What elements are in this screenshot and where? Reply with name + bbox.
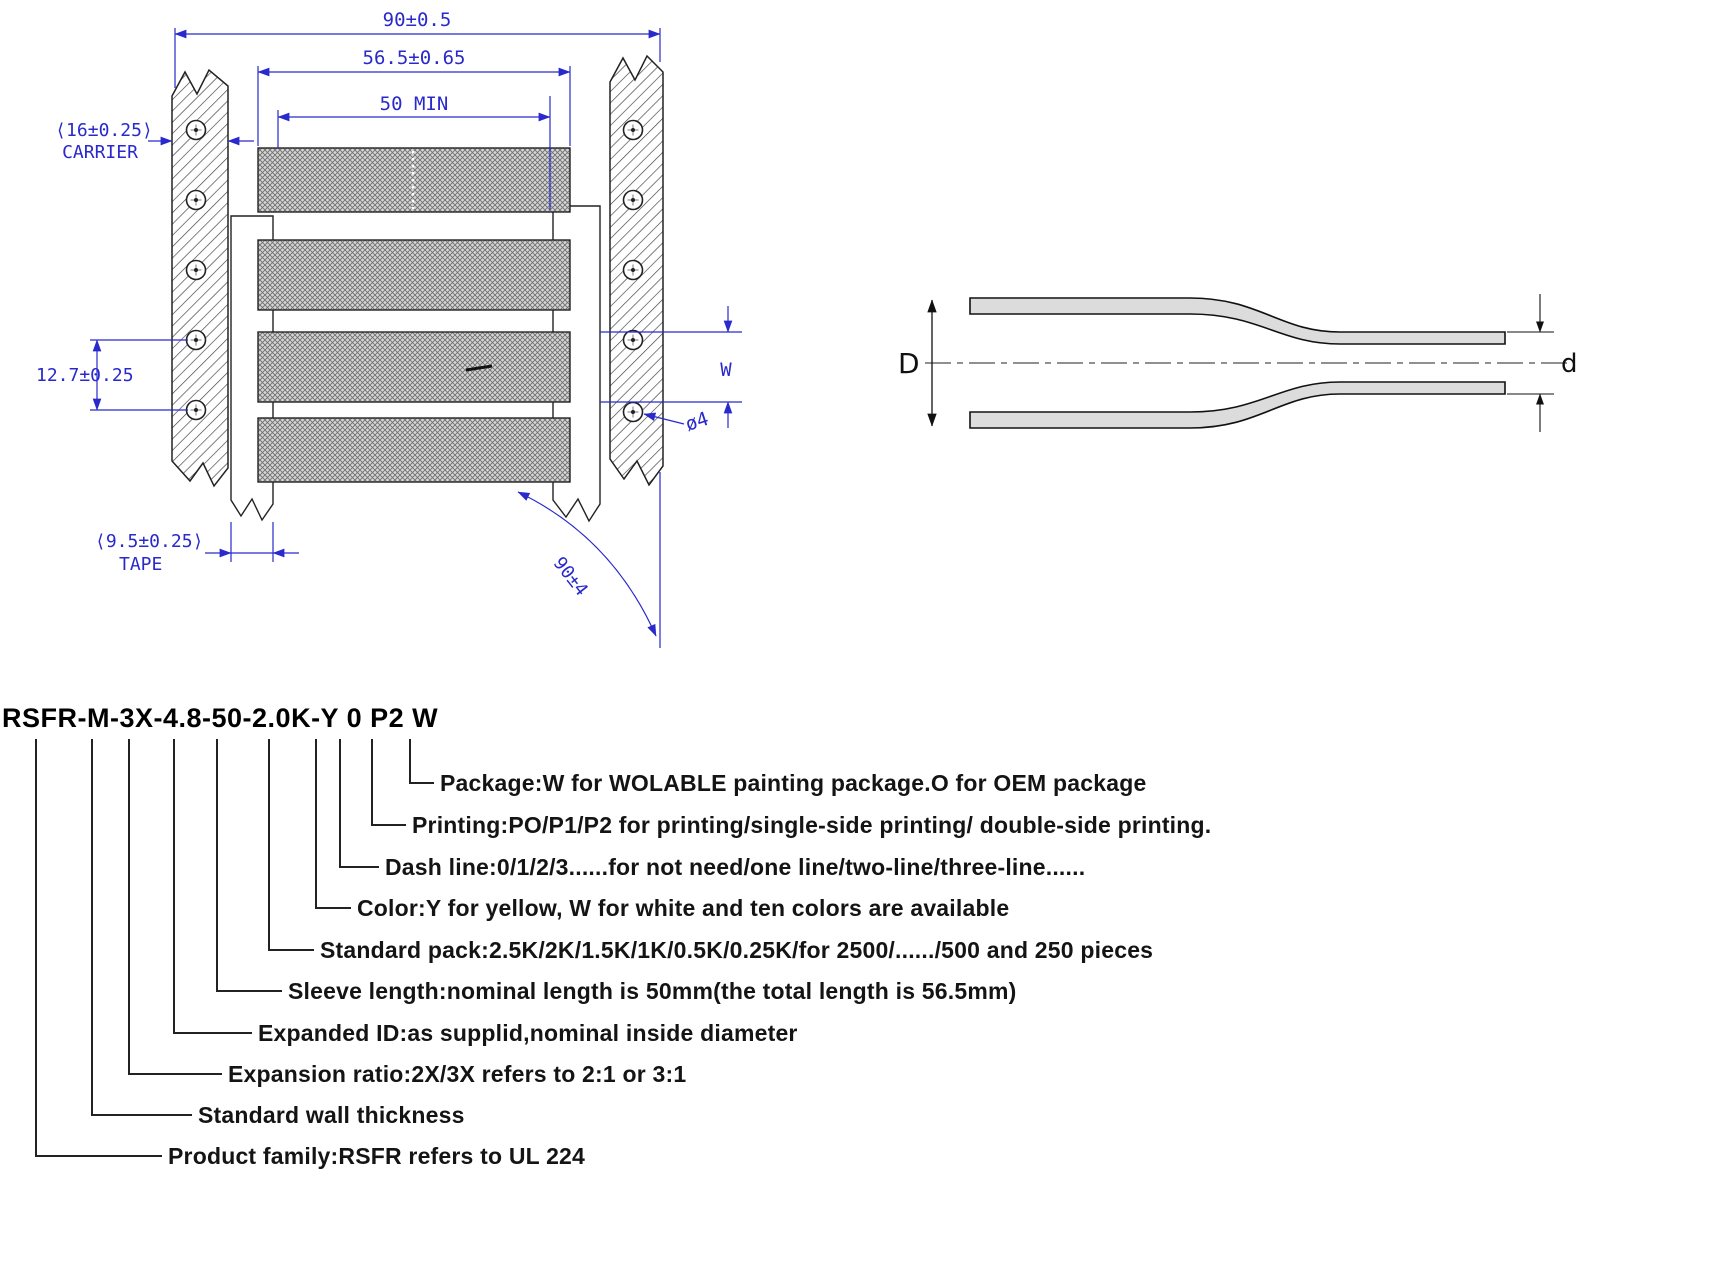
dim-hole-label: ø4: [683, 408, 712, 436]
tape-package-drawing: 90±0.5 56.5±0.65 50 MIN ⟨16±0.25⟩ CARRIE…: [36, 9, 742, 648]
breakdown-row-sleeve-length: Sleeve length:nominal length is 50mm(the…: [288, 978, 1017, 1004]
breakdown-row-expanded-id: Expanded ID:as supplid,nominal inside di…: [258, 1020, 798, 1046]
breakdown-row-dash-line: Dash line:0/1/2/3......for not need/one …: [385, 854, 1086, 880]
dimension-hole-diameter: [643, 412, 685, 425]
dim-min-length-label: 50 MIN: [380, 93, 449, 115]
dimension-d: [1507, 294, 1554, 432]
dimension-pitch: [90, 339, 188, 411]
dim-tape-label: ⟨9.5±0.25⟩: [95, 531, 203, 552]
dim-pitch-label: 12.7±0.25: [36, 365, 134, 386]
breakdown-row-color: Color:Y for yellow, W for white and ten …: [357, 895, 1010, 921]
dimension-w: [600, 306, 742, 428]
tube-bottom-wall: [969, 381, 1506, 429]
dimension-sleeve-total-length: [257, 66, 571, 146]
dim-w-label: W: [720, 359, 732, 381]
tape-label: TAPE: [119, 554, 162, 575]
sleeve-row: [257, 417, 571, 483]
dimension-tape-width: [205, 522, 299, 562]
dimension-total-width: [174, 28, 661, 88]
dim-total-width-label: 90±0.5: [383, 9, 452, 31]
dimension-min-length: [277, 96, 551, 210]
dim-sleeve-width-label: 56.5±0.65: [363, 47, 466, 69]
breakdown-row-standard-pack: Standard pack:2.5K/2K/1.5K/1K/0.5K/0.25K…: [320, 937, 1154, 963]
carrier-label: CARRIER: [62, 142, 138, 163]
breakdown-row-product-family: Product family:RSFR refers to UL 224: [168, 1143, 586, 1169]
dimension-angle: [517, 472, 661, 648]
breakdown-row-package: Package:W for WOLABLE painting package.O…: [440, 770, 1147, 796]
dim-angle-label: 90±4: [549, 553, 592, 600]
part-number-code: RSFR-M-3X-4.8-50-2.0K-Y 0 P2 W: [2, 703, 439, 733]
breakdown-row-expansion-ratio: Expansion ratio:2X/3X refers to 2:1 or 3…: [228, 1061, 687, 1087]
small-diameter-label: d: [1561, 349, 1578, 379]
tube-section-drawing: D d: [898, 294, 1578, 432]
sleeve-row: [257, 239, 571, 311]
sleeve-row: [257, 331, 571, 403]
sleeve-rows: [257, 147, 571, 483]
sleeve-dash-mark: [465, 364, 493, 372]
large-diameter-label: D: [898, 347, 920, 380]
breakdown-connector-lines: [35, 739, 434, 1157]
dim-carrier-label: ⟨16±0.25⟩: [55, 120, 153, 141]
breakdown-row-printing: Printing:PO/P1/P2 for printing/single-si…: [412, 812, 1212, 838]
dimensions: [90, 28, 742, 648]
breakdown-row-wall-thickness: Standard wall thickness: [198, 1102, 465, 1128]
tube-top-wall: [969, 297, 1506, 345]
